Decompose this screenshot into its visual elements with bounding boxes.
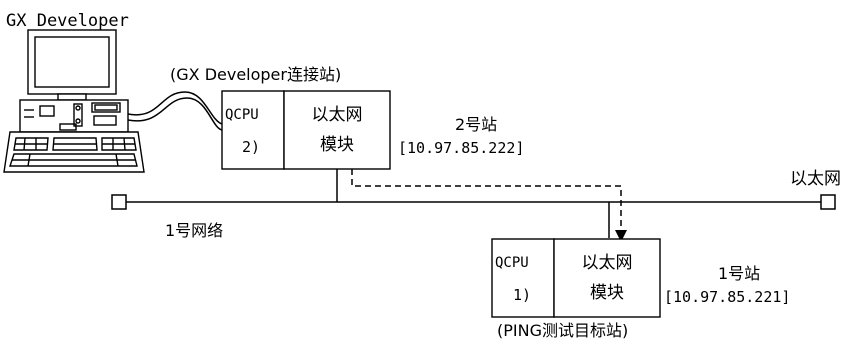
- station2-cpu-box: [221, 90, 285, 170]
- station1-ethernet-module-box: [553, 238, 661, 318]
- station1-cpu-index: 1): [513, 286, 531, 304]
- station2-ip-address: [10.97.85.222]: [398, 139, 524, 157]
- station2-module-line2: 模块: [320, 135, 354, 155]
- network-bus: [111, 169, 836, 238]
- station2-module-line1: 以太网: [312, 105, 363, 125]
- station2-ethernet-module-box: [283, 90, 391, 170]
- programming-cable: [127, 91, 223, 131]
- ping-path-dashed: [351, 169, 627, 242]
- ethernet-label: 以太网: [790, 169, 841, 189]
- station1-cpu-name: QCPU: [495, 255, 529, 271]
- station1-cpu-box: [491, 238, 555, 318]
- station1-module-line2: 模块: [590, 283, 624, 303]
- station1-label: 1号站: [718, 264, 760, 283]
- station1-ip-address: [10.97.85.221]: [664, 288, 790, 306]
- bus-terminator-left: [111, 194, 127, 210]
- network-label: 1号网络: [165, 221, 223, 240]
- station2-cpu-index: 2): [242, 138, 260, 156]
- station1-module-line1: 以太网: [582, 253, 633, 273]
- station2-cpu-name: QCPU: [225, 107, 259, 123]
- station1-rack: QCPU 1) 以太网 模块: [491, 238, 661, 318]
- target-caption: (PING测试目标站): [497, 321, 628, 340]
- connect-station-caption: (GX Developer连接站): [170, 65, 341, 84]
- software-label: GX Developer: [6, 11, 129, 31]
- computer-icon: [3, 29, 145, 173]
- station2-label: 2号站: [455, 115, 497, 134]
- bus-terminator-right: [820, 194, 836, 210]
- station2-rack: QCPU 2) 以太网 模块: [221, 90, 391, 170]
